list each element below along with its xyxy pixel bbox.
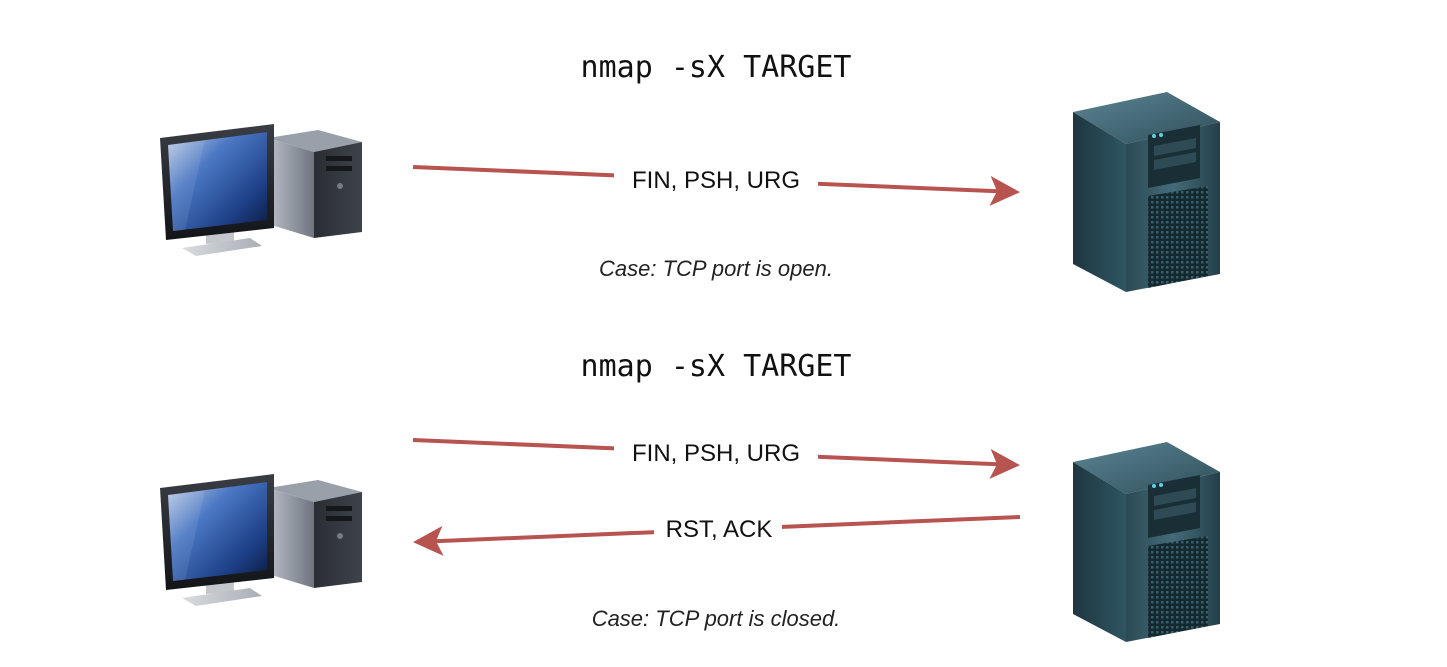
nmap-command: nmap -sX TARGET	[581, 50, 852, 85]
reply-flags-label: RST, ACK	[666, 516, 773, 543]
outgoing-flags-label: FIN, PSH, URG	[632, 167, 800, 194]
scenario-open: nmap -sX TARGET FIN, PSH, URG Case: TCP …	[160, 50, 1220, 292]
case-label: Case: TCP port is closed.	[592, 606, 841, 631]
desktop-computer-icon	[160, 474, 362, 606]
label-backdrop	[654, 514, 782, 544]
outgoing-flags-label: FIN, PSH, URG	[632, 440, 800, 467]
server-tower-icon	[1073, 442, 1220, 642]
label-backdrop	[614, 164, 818, 194]
case-label: Case: TCP port is open.	[599, 256, 833, 281]
label-backdrop	[614, 437, 818, 467]
scenario-closed: nmap -sX TARGET FIN, PSH, URG RST, ACK C…	[160, 349, 1220, 642]
server-tower-icon	[1073, 92, 1220, 292]
nmap-command: nmap -sX TARGET	[581, 349, 852, 384]
desktop-computer-icon	[160, 124, 362, 256]
